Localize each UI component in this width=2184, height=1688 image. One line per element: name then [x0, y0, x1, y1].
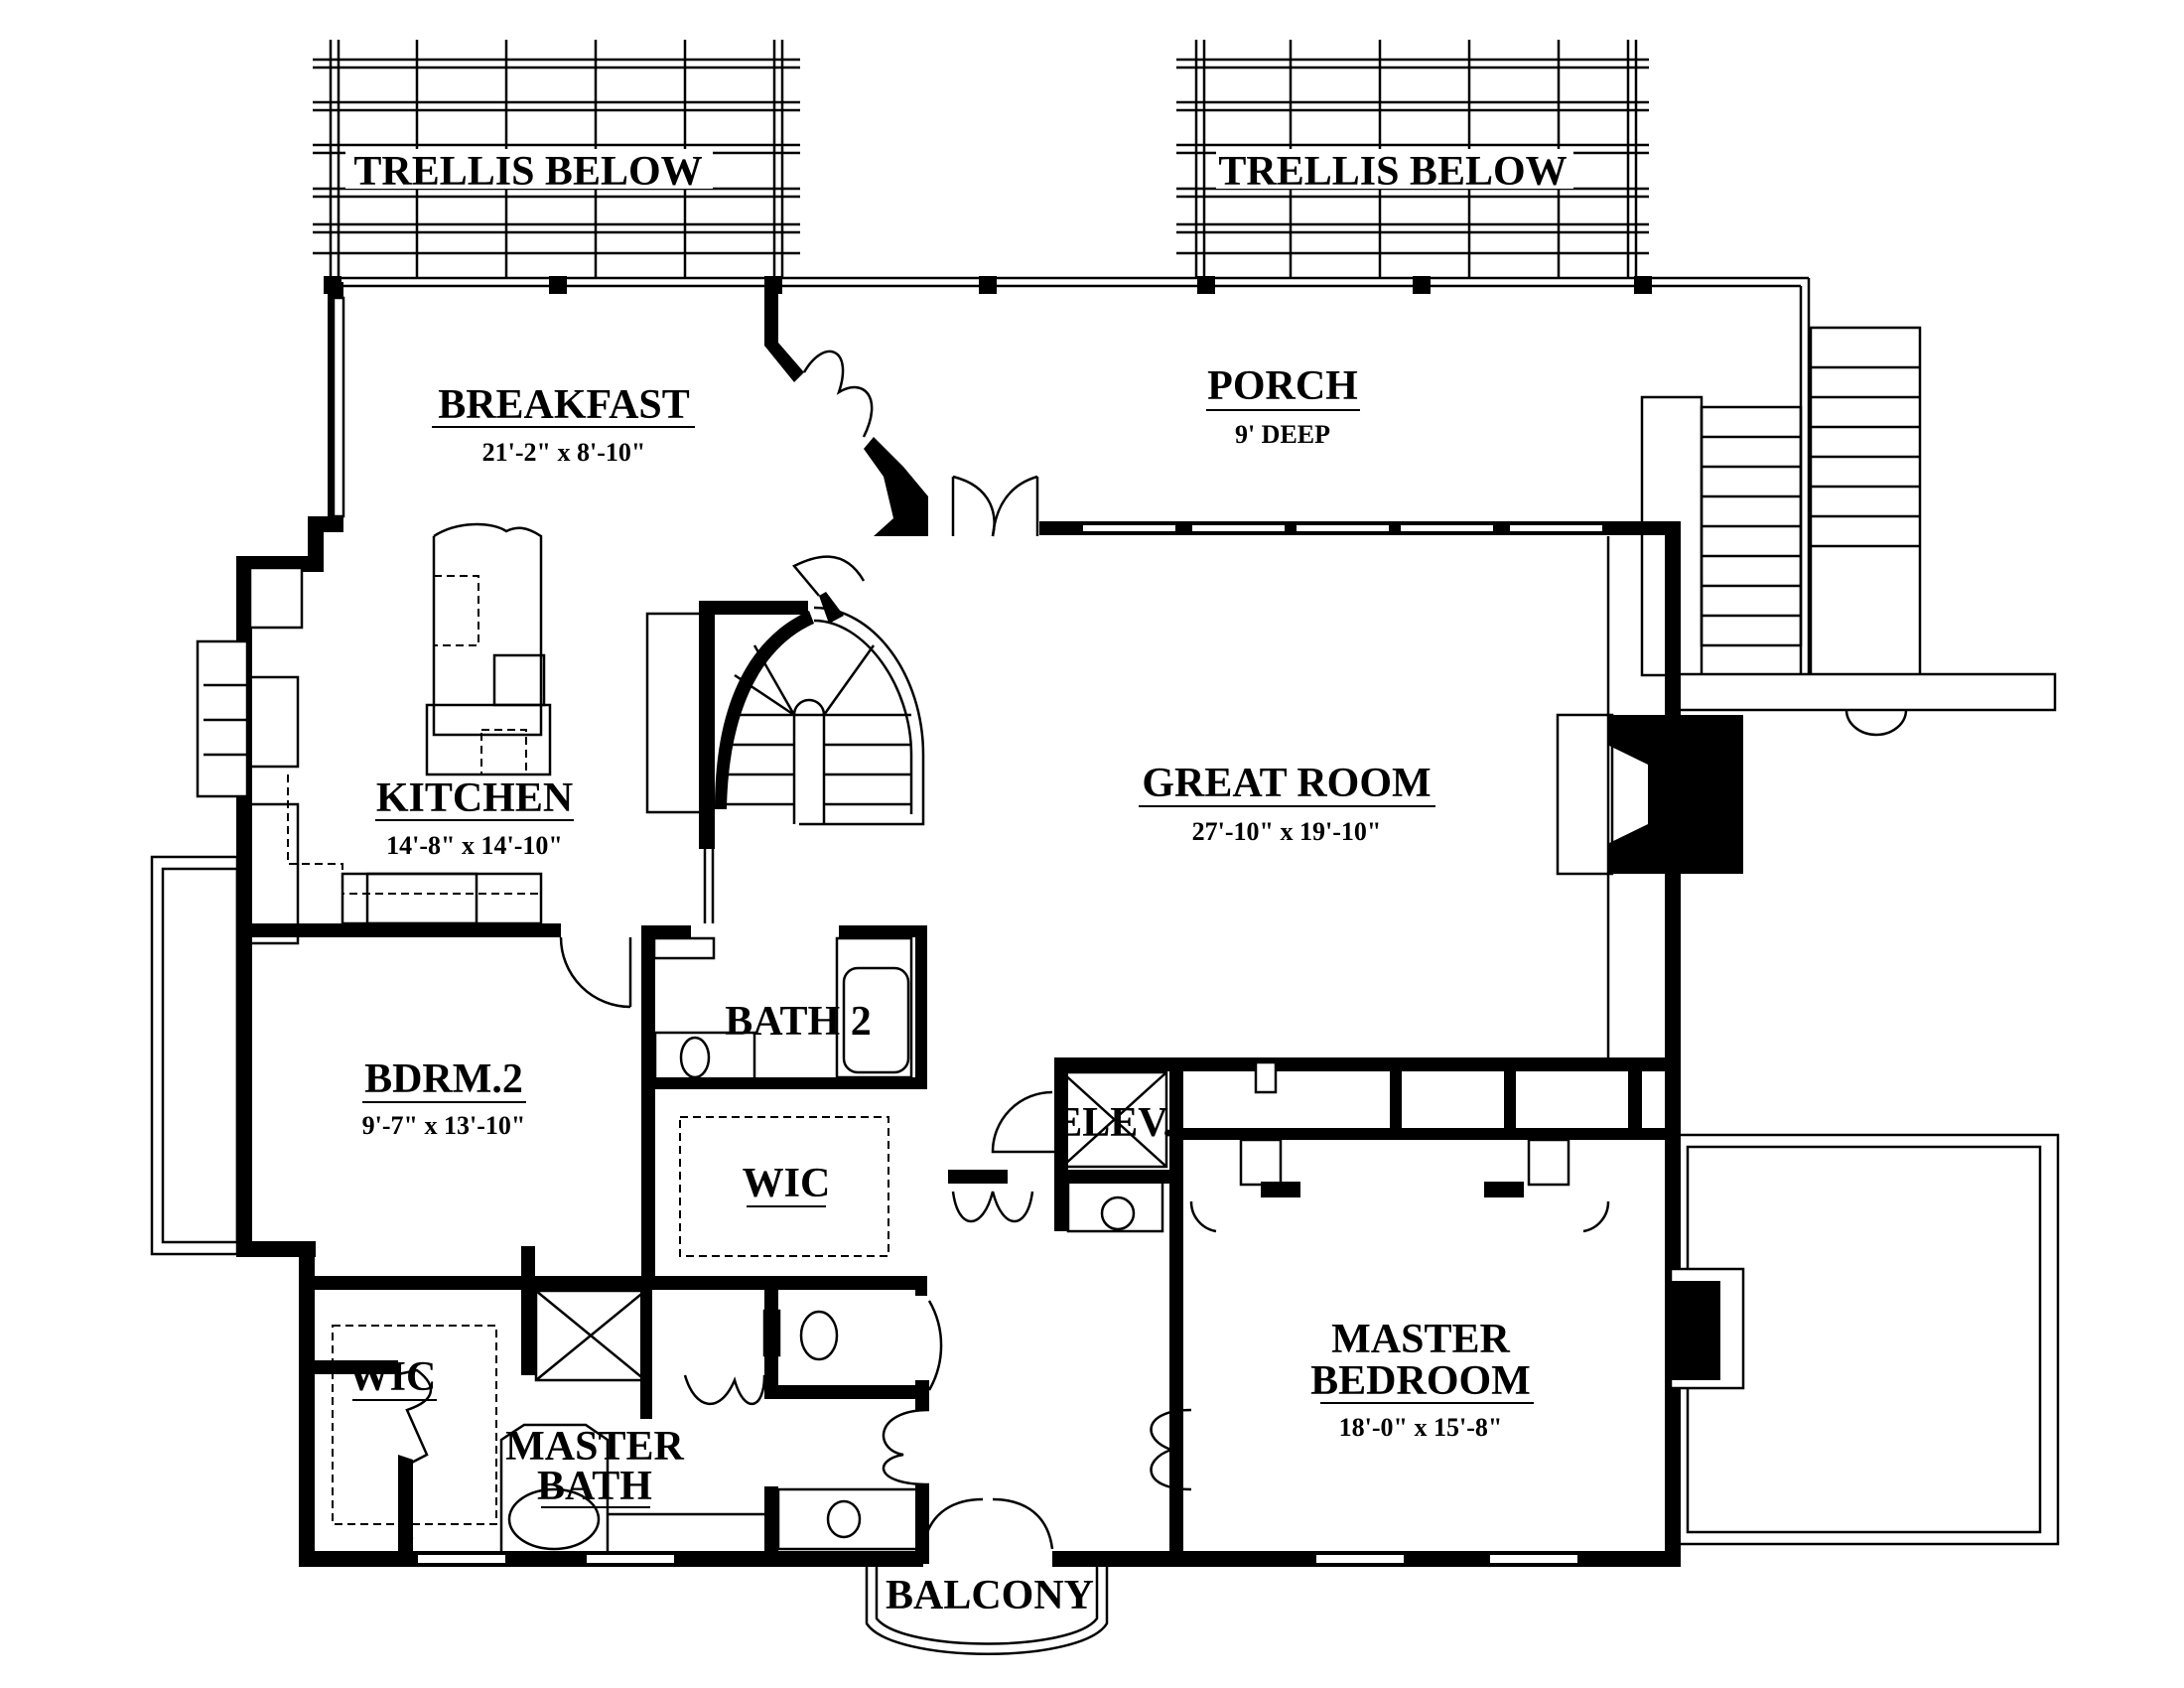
trellis-left-label: TRELLIS BELOW [353, 149, 702, 195]
breakfast-dims: 21'-2" x 8'-10" [482, 438, 646, 467]
master-bedroom-label-2: BEDROOM [1310, 1358, 1531, 1404]
elevator-label: ELEV. [1054, 1100, 1172, 1146]
great-room-label: GREAT ROOM [1142, 761, 1431, 806]
bath2-label: BATH 2 [725, 999, 871, 1045]
kitchen-dims: 14'-8" x 14'-10" [386, 831, 563, 860]
great-room-fireplace [1556, 536, 1743, 1057]
kitchen-label: KITCHEN [376, 775, 573, 821]
kitchen-island [425, 522, 552, 776]
trellis-right: TRELLIS BELOW [1176, 40, 1649, 278]
balcony [865, 1567, 1109, 1655]
master-bedroom-dims: 18'-0" x 15'-8" [1339, 1413, 1503, 1442]
trellis-right-label: TRELLIS BELOW [1218, 149, 1567, 195]
wic-upper-label: WIC [743, 1161, 831, 1206]
master-bedroom-label-1: MASTER [1331, 1317, 1510, 1362]
interior-walls [236, 923, 1676, 1564]
porch-label: PORCH [1207, 363, 1358, 409]
breakfast-label: BREAKFAST [438, 382, 690, 428]
porch-stairs [1640, 326, 1922, 677]
trellis-left: TRELLIS BELOW [313, 40, 800, 278]
balcony-label: BALCONY [886, 1573, 1094, 1618]
porch-rail [324, 276, 1811, 675]
porch-dims: 9' DEEP [1235, 420, 1330, 449]
master-fireplace [1669, 1267, 1745, 1390]
bdrm2-dims: 9'-7" x 13'-10" [362, 1111, 526, 1140]
great-room-dims: 27'-10" x 19'-10" [1192, 817, 1382, 846]
fixtures [332, 936, 1168, 1551]
room-labels: BREAKFAST 21'-2" x 8'-10" PORCH 9' DEEP … [348, 363, 1534, 1618]
bdrm2-label: BDRM.2 [364, 1056, 523, 1102]
master-bath-label-1: MASTER [505, 1424, 684, 1470]
wic-lower-label: WIC [348, 1354, 437, 1400]
master-bath-label-2: BATH [537, 1464, 652, 1509]
staircase [645, 601, 925, 923]
